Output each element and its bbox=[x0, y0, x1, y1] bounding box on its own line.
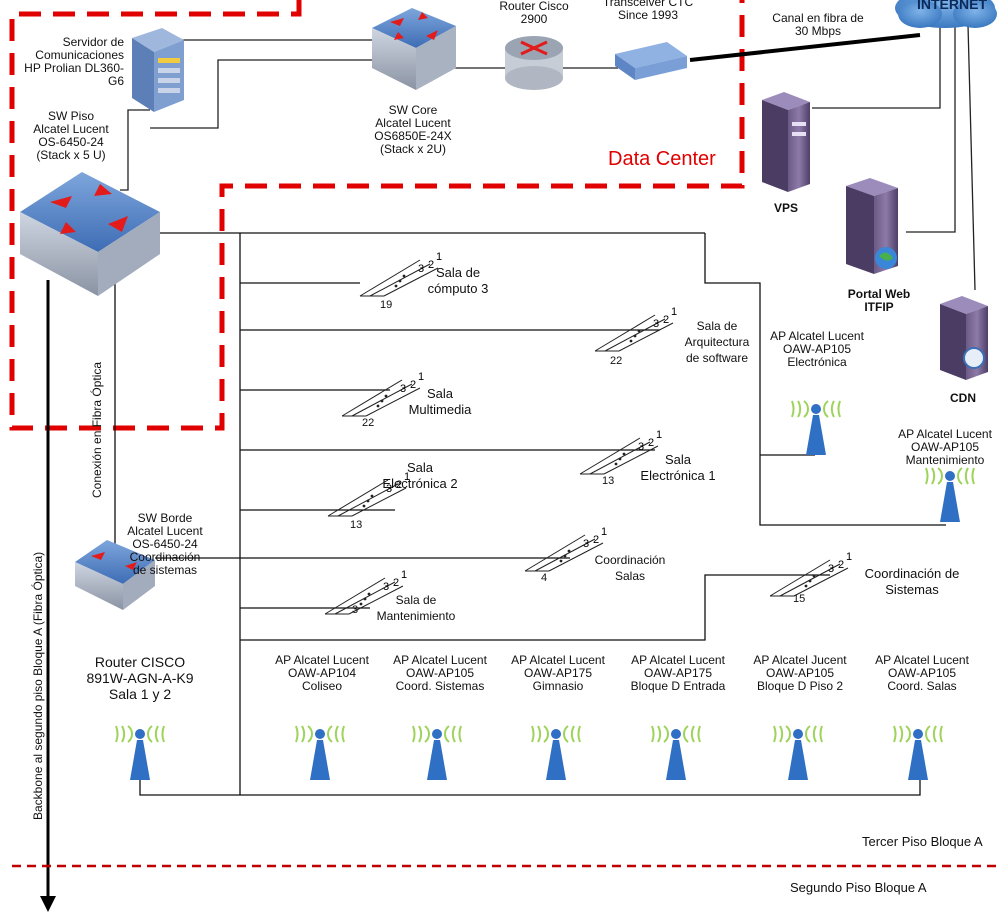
room-label-multimedia: Sala Multimedia bbox=[408, 386, 472, 417]
room-label-computo3: Sala de cómputo 3 bbox=[427, 265, 489, 296]
cdn-label: CDN bbox=[950, 391, 976, 405]
room-label-electronica2: Sala Electrónica 2 bbox=[382, 460, 458, 491]
router-891-label: Router CISCO 891W-AGN-A-K9 Sala 1 y 2 bbox=[86, 654, 194, 702]
transceiver-icon bbox=[615, 42, 687, 80]
ap-label-coliseo: AP Alcatel Lucent OAW-AP104 Coliseo bbox=[275, 653, 369, 693]
svg-text:2: 2 bbox=[838, 559, 844, 571]
fiber-30mbps-link bbox=[689, 33, 921, 62]
room-count-mantenimiento: 3 bbox=[352, 604, 359, 616]
ap-label-electronica: AP Alcatel Lucent OAW-AP105 Electrónica bbox=[770, 329, 864, 369]
svg-text:1: 1 bbox=[656, 429, 662, 441]
room-label-mantenimiento: Sala de Mantenimiento bbox=[376, 593, 456, 623]
svg-text:2: 2 bbox=[648, 437, 654, 449]
room-label-coord-sistemas: Coordinación de Sistemas bbox=[864, 566, 960, 597]
svg-text:2: 2 bbox=[593, 534, 599, 546]
svg-text:3: 3 bbox=[638, 441, 644, 453]
ap-electronica-icon bbox=[791, 400, 841, 455]
svg-text:1: 1 bbox=[671, 306, 677, 318]
second-floor-label: Segundo Piso Bloque A bbox=[790, 880, 927, 895]
svg-text:1: 1 bbox=[404, 471, 410, 483]
room-count-electronica1: 13 bbox=[602, 475, 615, 487]
access-points bbox=[115, 400, 975, 780]
svg-text:2: 2 bbox=[396, 479, 402, 491]
ap-coord-sistemas-icon bbox=[412, 725, 462, 780]
cdn-server-icon bbox=[940, 296, 988, 380]
svg-text:3: 3 bbox=[383, 581, 389, 593]
floor-switch-label: SW Piso Alcatel Lucent OS-6450-24 (Stack… bbox=[33, 109, 109, 162]
portal-web-label: Portal Web ITFIP bbox=[847, 287, 911, 314]
room-label-arquitectura: Sala de Arquitectura de software bbox=[684, 319, 750, 365]
ap-label-bloque-d-entrada: AP Alcatel Lucent OAW-AP175 Bloque D Ent… bbox=[630, 653, 726, 693]
svg-text:3: 3 bbox=[583, 538, 589, 550]
ap-label-coord-salas: AP Alcatel Lucent OAW-AP105 Coord. Salas bbox=[875, 653, 969, 693]
svg-text:3: 3 bbox=[653, 318, 659, 330]
ap-bloque-d-entrada-icon bbox=[651, 725, 701, 780]
vps-server-icon bbox=[762, 92, 810, 192]
fiber-channel-label: Canal en fibra de 30 Mbps bbox=[772, 11, 864, 38]
floor-switch-icon bbox=[20, 172, 160, 296]
ap-mantenimiento-icon bbox=[925, 467, 975, 522]
svg-text:2: 2 bbox=[410, 379, 416, 391]
room-label-electronica1: Sala Electrónica 1 bbox=[640, 452, 716, 483]
room-count-multimedia: 22 bbox=[362, 417, 375, 429]
ap-gimnasio-icon bbox=[531, 725, 581, 780]
ap-bloque-d-piso2-icon bbox=[773, 725, 823, 780]
datacenter-border bbox=[9, 0, 745, 431]
room-count-coord-salas: 4 bbox=[541, 572, 548, 584]
room-count-electronica2: 13 bbox=[350, 519, 363, 531]
core-switch-label: SW Core Alcatel Lucent OS6850E-24X (Stac… bbox=[374, 103, 452, 156]
transceiver-label: Transceiver CTC Since 1993 bbox=[602, 0, 694, 22]
ap-label-gimnasio: AP Alcatel Lucent OAW-AP175 Gimnasio bbox=[511, 653, 605, 693]
svg-text:1: 1 bbox=[401, 569, 407, 581]
server-label: Servidor de Comunicaciones HP Prolian DL… bbox=[24, 35, 124, 88]
router-2900-label: Router Cisco 2900 bbox=[499, 0, 569, 26]
portal-server-icon bbox=[846, 178, 898, 274]
internet-cloud bbox=[895, 0, 997, 28]
third-floor-label: Tercer Piso Bloque A bbox=[862, 834, 983, 849]
svg-text:3: 3 bbox=[828, 563, 834, 575]
room-label-coord-salas: Coordinación Salas bbox=[594, 553, 666, 583]
svg-text:3: 3 bbox=[386, 483, 392, 495]
edge-switch-icon bbox=[75, 540, 155, 610]
room-count-arquitectura: 22 bbox=[610, 355, 623, 367]
core-switch-icon bbox=[372, 8, 456, 90]
backbone-label: Backbone al segundo piso Bloque A (Fibra… bbox=[31, 551, 45, 820]
ap-coliseo-icon bbox=[295, 725, 345, 780]
svg-text:1: 1 bbox=[846, 551, 852, 563]
fiber-connection-label: Conexión en Fibra Óptica bbox=[90, 361, 104, 498]
svg-text:1: 1 bbox=[601, 526, 607, 538]
svg-text:3: 3 bbox=[418, 263, 424, 275]
vps-label: VPS bbox=[773, 201, 798, 215]
router-2900-icon bbox=[505, 36, 563, 90]
svg-text:1: 1 bbox=[436, 251, 442, 263]
ap-label-bloque-d-piso2: AP Alcatel Jucent OAW-AP105 Bloque D Pis… bbox=[753, 653, 847, 693]
svg-text:2: 2 bbox=[393, 577, 399, 589]
svg-text:3: 3 bbox=[400, 383, 406, 395]
svg-text:1: 1 bbox=[418, 371, 424, 383]
ap-label-mantenimiento: AP Alcatel Lucent OAW-AP105 Mantenimient… bbox=[898, 427, 992, 467]
room-count-coord-sistemas: 15 bbox=[793, 593, 806, 605]
server-rack-icon bbox=[132, 28, 184, 112]
ap-coliseo-router-icon bbox=[115, 725, 165, 780]
internet-label: INTERNET bbox=[917, 0, 987, 12]
edge-switch-label: SW Borde Alcatel Lucent OS-6450-24 Coord… bbox=[127, 511, 203, 577]
room-count-computo3: 19 bbox=[380, 299, 393, 311]
svg-text:2: 2 bbox=[428, 259, 434, 271]
datacenter-label: Data Center bbox=[608, 148, 716, 170]
ap-coord-salas-icon bbox=[893, 725, 943, 780]
ap-label-coord-sistemas: AP Alcatel Lucent OAW-AP105 Coord. Siste… bbox=[393, 653, 487, 693]
svg-text:2: 2 bbox=[663, 314, 669, 326]
